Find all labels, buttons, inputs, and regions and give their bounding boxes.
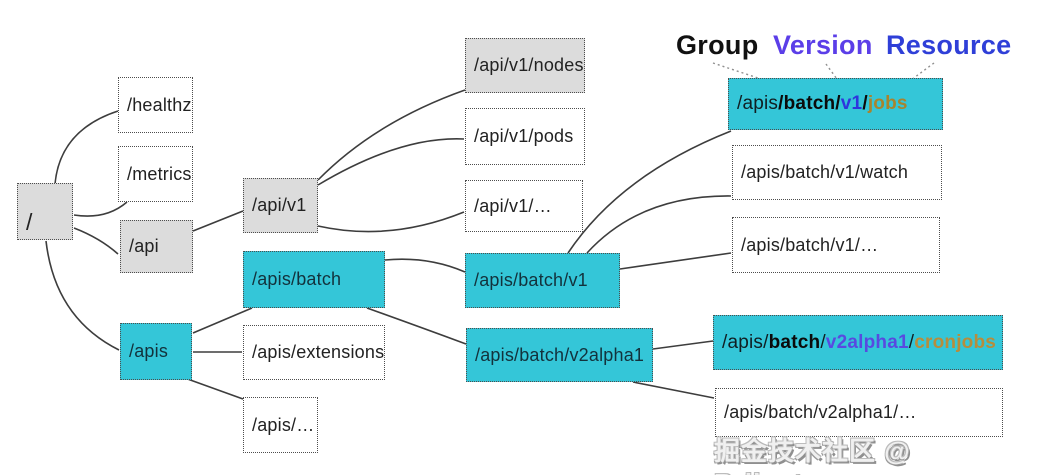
node-apis: /apis (120, 323, 192, 380)
path-segment: / (820, 331, 826, 353)
node-api-v1: /api/v1 (243, 178, 318, 233)
path-segment: jobs (867, 93, 908, 114)
node-api: /api (120, 220, 193, 273)
resource-label: Resource (886, 30, 1012, 60)
node-api-v1-nodes: /api/v1/nodes (465, 38, 585, 93)
node-apis-batch-v1-jobs: /apis/batch/v1/jobs (728, 78, 943, 130)
node-root: / (17, 183, 73, 240)
path-segment: batch (768, 331, 821, 353)
path-segment: cronjobs (914, 331, 997, 353)
node-apis-batch: /apis/batch (243, 251, 385, 308)
path-segment: / (908, 331, 915, 353)
path-segment: v2alpha1 (825, 331, 909, 353)
path-segment: v1 (840, 93, 863, 114)
path-segment: /apis/ (722, 331, 769, 353)
node-apis-batch-v1-watch: /apis/batch/v1/watch (732, 145, 942, 200)
version-label: Version (773, 30, 873, 60)
node-apis-dots: /apis/… (243, 397, 318, 453)
node-apis-batch-v2alpha1-dots: /apis/batch/v2alpha1/… (715, 388, 1003, 437)
path-segment: /batch/ (778, 93, 841, 114)
tree-connector-lines (45, 89, 732, 400)
watermark: 掘金技术社区 @ Brliantee (714, 436, 911, 475)
node-apis-batch-v2alpha1-cronjobs: /apis/batch/v2alpha1/cronjobs (713, 315, 1003, 370)
node-apis-batch-v2alpha1: /apis/batch/v2alpha1 (466, 328, 653, 382)
node-apis-extensions: /apis/extensions (243, 325, 385, 380)
path-segment: /apis (737, 93, 779, 114)
node-api-v1-dots: /api/v1/… (465, 180, 583, 232)
node-healthz: /healthz (118, 77, 193, 133)
group-label: Group (676, 30, 759, 60)
path-segment: / (862, 93, 868, 114)
node-metrics: /metrics (118, 146, 193, 202)
node-apis-batch-v1-dots: /apis/batch/v1/… (732, 217, 940, 273)
node-apis-batch-v1: /apis/batch/v1 (465, 253, 620, 308)
node-api-v1-pods: /api/v1/pods (465, 108, 585, 165)
